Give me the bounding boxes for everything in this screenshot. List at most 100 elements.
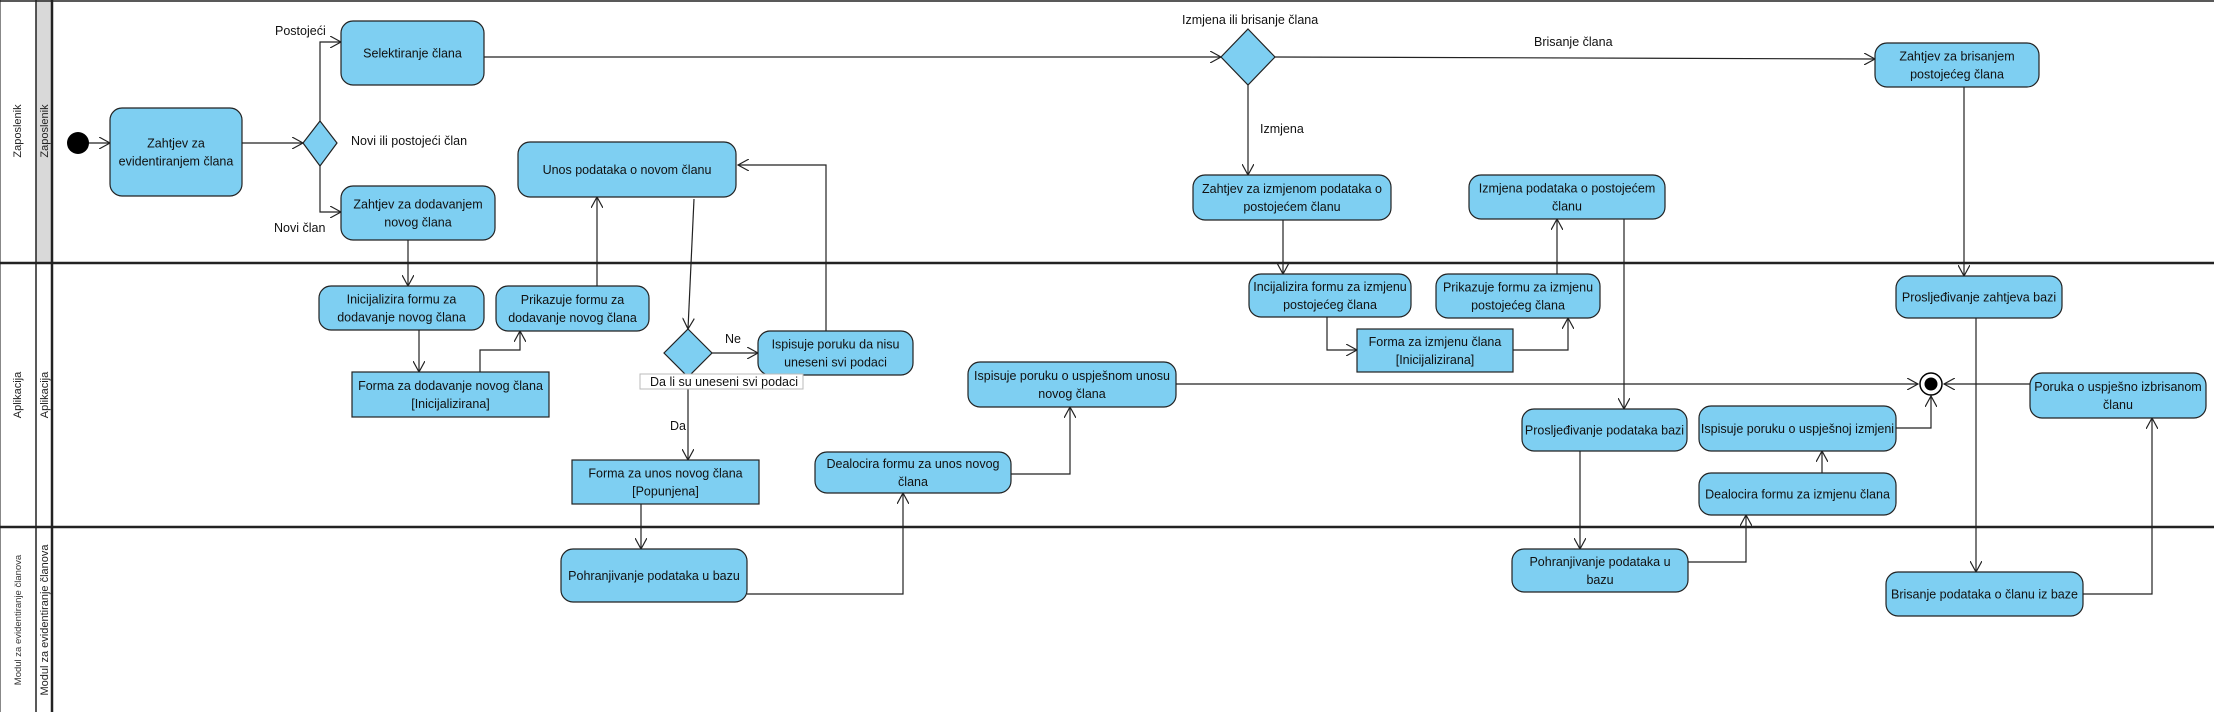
action-ispisuje-nisu: Ispisuje poruku da nisu uneseni svi podac… — [757, 330, 914, 376]
label-izmjena-ili-brisanje: Izmjena ili brisanje člana — [1182, 13, 1318, 27]
action-brisanje-podataka-label-1: Brisanje podataka o članu iz baze — [1891, 588, 2078, 602]
action-incijalizira-izmjena-shape — [1248, 273, 1412, 318]
action-inicijalizira-dodavanje-label-2: dodavanje novog člana — [337, 311, 466, 325]
object-nodes: Forma za dodavanje novog člana [Inicijali… — [351, 328, 1514, 505]
object-forma-dodavanje: Forma za dodavanje novog člana [Inicijali… — [351, 371, 550, 418]
action-zahtjev-izmjena: Zahtjev za izmjenom podataka opostojećem… — [1192, 174, 1392, 221]
edge-labels: Postojeći Novi ili postojeći član Novi č… — [274, 13, 1613, 433]
action-izmjena-podataka-label-1: Izmjena podataka o postojećem — [1479, 182, 1656, 196]
action-poruka-izbrisan-label-1: Poruka o uspješno izbrisanom — [2034, 380, 2201, 394]
action-pohranjivanje-2-label-1: Pohranjivanje podataka u — [1529, 555, 1670, 569]
action-zahtjev-evid-label-1: Zahtjev za — [147, 137, 205, 151]
action-prosljedivanje-podataka-shape — [1521, 408, 1688, 452]
action-zahtjev-dodavanje-shape — [340, 185, 496, 241]
action-ispisuje-nisu-label-1: Ispisuje poruku da nisu — [772, 338, 900, 352]
action-selektiranje-label-1: Selektiranje člana — [363, 47, 462, 61]
edge-decision-to-selektiranje — [319, 42, 341, 121]
object-forma-dodavanje-label-2: [Inicijalizirana] — [411, 397, 490, 411]
action-prikazuje-izmjena-label-1: Prikazuje formu za izmjenu — [1443, 281, 1593, 295]
action-pohranjivanje-1-label-1: Pohranjivanje podataka u bazu — [568, 569, 740, 583]
action-pohranjivanje-2-label-2: bazu — [1586, 573, 1613, 587]
action-zahtjev-izmjena-shape — [1192, 174, 1392, 221]
object-forma-dodavanje-shape — [351, 371, 550, 418]
action-prosljedivanje-podataka-label-1: Prosljeđivanje podataka bazi — [1525, 424, 1684, 438]
action-dealocira-izmjena-shape — [1698, 472, 1897, 516]
action-ispisuje-uspjesna-izmjena-shape — [1698, 405, 1897, 452]
edge-pohranjivanje-to-dealocira — [747, 493, 903, 595]
action-prikazuje-dodavanje-label-1: Prikazuje formu za — [521, 293, 625, 307]
action-prikazuje-izmjena: Prikazuje formu za izmjenu postojećeg čla… — [1435, 273, 1601, 319]
action-inicijalizira-dodavanje-shape — [318, 285, 485, 331]
action-zahtjev-evid-shape — [109, 107, 243, 197]
action-pohranjivanje-2: Pohranjivanje podataka u bazu — [1511, 548, 1689, 593]
edge-forma-to-prikazuje — [479, 331, 520, 372]
action-selektiranje: Selektiranje člana — [340, 20, 485, 86]
action-poruka-izbrisan: Poruka o uspješno izbrisanom članu — [2029, 372, 2207, 419]
action-dealocira-unos: Dealocira formu za unos novog člana — [814, 451, 1012, 494]
action-ispisuje-uspjesan-unos-label-2: novog člana — [1038, 387, 1105, 401]
action-prikazuje-izmjena-label-2: postojećeg člana — [1471, 299, 1565, 313]
action-incijalizira-izmjena-label-1: Incijalizira formu za izmjenu — [1253, 280, 1407, 294]
action-brisanje-podataka: Brisanje podataka o članu iz baze — [1885, 571, 2084, 617]
action-prikazuje-dodavanje: Prikazuje formu za dodavanje novog člana — [495, 285, 650, 332]
lane-modul-inner: Modul za evidentiranje članova — [39, 544, 51, 696]
edge-decision2-to-brisanje — [1274, 57, 1875, 59]
action-zahtjev-dodavanje-label-1: Zahtjev za dodavanjem — [353, 198, 482, 212]
action-inicijalizira-dodavanje-label-1: Inicijalizira formu za — [347, 293, 457, 307]
edge-incijalizira-to-forma-izmjena — [1326, 317, 1357, 350]
action-ispisuje-uspjesna-izmjena-label-1: Ispisuje poruku o uspješnoj izmjeni — [1701, 422, 1894, 436]
action-dealocira-izmjena: Dealocira formu za izmjenu člana — [1698, 472, 1897, 516]
action-unos-podataka-shape — [517, 141, 737, 198]
edge-decision-to-zahtjev-dodavanje — [319, 166, 341, 212]
edge-ispisuje-nisu-to-unos — [738, 165, 827, 331]
action-pohranjivanje-2-shape — [1511, 548, 1689, 593]
action-pohranjivanje-1-shape — [560, 548, 748, 603]
edge-unos-to-decision3 — [688, 198, 695, 329]
object-forma-unos-label-2: [Popunjena] — [632, 485, 699, 499]
action-prikazuje-dodavanje-shape — [495, 285, 650, 332]
label-ne: Ne — [725, 332, 741, 346]
lane-modul-outer: Modul za evidentiranje članova — [13, 554, 24, 685]
action-dealocira-unos-label-2: člana — [898, 475, 928, 489]
action-prikazuje-dodavanje-label-2: dodavanje novog člana — [508, 311, 637, 325]
object-forma-izmjena-shape — [1356, 328, 1514, 373]
edge-dealocira-to-ispisuje-uspjesan — [1011, 407, 1070, 475]
action-brisanje-podataka-shape — [1885, 571, 2084, 617]
action-dealocira-unos-label-1: Dealocira formu za unos novog — [826, 457, 999, 471]
action-zahtjev-brisanje-label-2: postojećeg člana — [1910, 68, 2004, 82]
label-brisanje-clana: Brisanje člana — [1534, 35, 1613, 49]
action-izmjena-podataka-shape — [1468, 174, 1666, 220]
object-forma-izmjena-label-2: [Inicijalizirana] — [1396, 353, 1475, 367]
lane-zaposlenik-outer: Zaposlenik — [12, 104, 24, 158]
label-izmjena: Izmjena — [1260, 122, 1304, 136]
decision-novi-ili-postojeci — [302, 120, 338, 168]
edge-pohranjivanje2-to-dealocira-izmjena — [1688, 515, 1746, 563]
action-ispisuje-uspjesna-izmjena: Ispisuje poruku o uspješnoj izmjeni — [1698, 405, 1897, 452]
lane-aplikacija-outer: Aplikacija — [12, 371, 24, 418]
action-zahtjev-izmjena-label-1: Zahtjev za izmjenom podataka o — [1202, 182, 1382, 196]
action-inicijalizira-dodavanje: Inicijalizira formu za dodavanje novog čl… — [318, 285, 485, 331]
action-prosljedivanje-podataka: Prosljeđivanje podataka bazi — [1521, 408, 1688, 452]
object-forma-dodavanje-label-1: Forma za dodavanje novog člana — [358, 379, 543, 393]
action-ispisuje-uspjesan-unos-shape — [967, 361, 1177, 408]
edges — [88, 42, 2152, 595]
object-forma-unos-label-1: Forma za unos novog člana — [588, 467, 742, 481]
action-prosljedivanje-zahtjeva: Prosljeđivanje zahtjeva bazi — [1895, 275, 2063, 319]
action-poruka-izbrisan-label-2: članu — [2103, 398, 2133, 412]
initial-node — [67, 132, 89, 154]
label-da: Da — [670, 419, 686, 433]
action-ispisuje-nisu-shape — [757, 330, 914, 376]
action-ispisuje-nisu-label-2: uneseni svi podaci — [784, 356, 887, 370]
label-postojeci: Postojeći — [275, 24, 326, 38]
action-incijalizira-izmjena-label-2: postojećeg člana — [1283, 298, 1377, 312]
action-unos-podataka-label-1: Unos podataka o novom članu — [543, 163, 712, 177]
final-node — [1919, 372, 1943, 396]
label-novi-ili-postojeci: Novi ili postojeći član — [351, 134, 467, 148]
edge-brisanje-to-poruka — [2083, 418, 2152, 595]
